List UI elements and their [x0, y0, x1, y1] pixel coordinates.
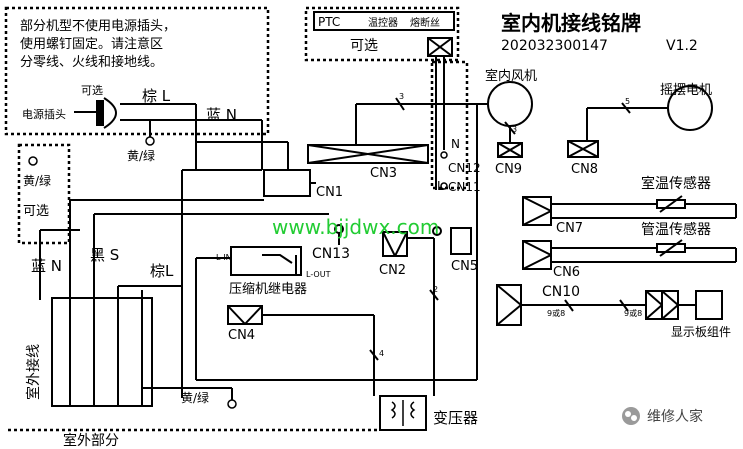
cn11-label: CN11 — [448, 180, 481, 194]
cn4-connector — [227, 305, 263, 325]
wire-count-9-8b: 9或8 — [624, 308, 642, 318]
brown-l-top-label: 棕 L — [142, 87, 171, 105]
cn8-label: CN8 — [571, 162, 598, 177]
cn1-label: CN1 — [316, 185, 343, 200]
wire-count-4: 4 — [379, 349, 384, 358]
display-connector-2 — [661, 290, 679, 320]
yellow-green-label-1: 黄/绿 — [127, 148, 155, 163]
yellow-green-label-2: 黄/绿 — [23, 173, 51, 188]
cn2-label: CN2 — [379, 263, 406, 278]
blue-n-left-label: 蓝 N — [31, 257, 62, 275]
cn12-dashed-box — [430, 60, 469, 190]
display-board-icon — [695, 290, 723, 320]
room-temp-sensor-label: 室温传感器 — [641, 175, 711, 192]
note-line-2: 使用螺钉固定。请注意区 — [20, 36, 163, 52]
optional-plug-label: 可选 — [81, 84, 103, 97]
display-connector-1 — [645, 290, 663, 320]
transformer-label: 变压器 — [433, 409, 478, 427]
ground-icon — [145, 136, 155, 146]
cn5-connector — [450, 227, 472, 255]
indoor-fan-icon — [487, 81, 533, 127]
note-dashed-box — [4, 6, 270, 136]
doc-version: V1.2 — [666, 38, 698, 54]
display-board-label: 显示板组件 — [671, 325, 731, 339]
note-line-1: 部分机型不使用电源插头， — [20, 18, 176, 34]
relay-lout-label: L-OUT — [306, 270, 331, 279]
cn6-connector — [522, 240, 552, 270]
indoor-fan-label: 室内风机 — [485, 68, 537, 84]
yellow-green-label-3: 黄/绿 — [181, 390, 209, 405]
cn7-label: CN7 — [556, 221, 583, 236]
wire-count-9-8a: 9或8 — [547, 308, 565, 318]
optional-ptc-label: 可选 — [350, 38, 378, 54]
cn2-connector — [382, 231, 408, 257]
brown-l-left-label: 棕L — [150, 262, 174, 280]
cn9-label: CN9 — [495, 162, 522, 177]
cn10-label: CN10 — [542, 284, 580, 300]
cn1-connector — [263, 169, 311, 197]
outdoor-part-label: 室外部分 — [63, 432, 119, 449]
brand-label: 维修人家 — [647, 408, 703, 425]
cn4-label: CN4 — [228, 328, 255, 343]
power-plug-icon — [96, 100, 104, 126]
optional-dashed-box — [17, 143, 71, 245]
plug-body — [103, 97, 117, 129]
pipe-temp-sensor-label: 管温传感器 — [641, 221, 711, 238]
black-s-label: 黑 S — [90, 246, 119, 264]
swing-motor-label: 摇摆电机 — [660, 83, 712, 98]
cn5-label: CN5 — [451, 259, 478, 274]
ground-icon — [227, 399, 237, 409]
watermark: www.bjjdwx.com — [272, 215, 439, 239]
compressor-relay-label: 压缩机继电器 — [229, 281, 307, 297]
optional-left-label: 可选 — [23, 204, 49, 219]
wire-count-3a: 3 — [399, 92, 404, 101]
cn13-label: CN13 — [312, 246, 350, 262]
ground-icon — [28, 156, 38, 166]
terminal-n-label: N — [451, 137, 460, 151]
outdoor-terminal-block — [51, 297, 153, 407]
doc-code: 202032300147 — [501, 38, 608, 54]
cn2-terminal — [432, 226, 442, 236]
wire-count-2: 2 — [433, 285, 438, 294]
cn10-connector — [496, 284, 522, 326]
outdoor-wiring-label: 室外接线 — [25, 344, 42, 400]
cn6-label: CN6 — [553, 265, 580, 280]
power-plug-label: 电源插头 — [22, 107, 66, 121]
cn12-label: CN12 — [448, 161, 481, 175]
wire-count-5: 5 — [625, 97, 630, 106]
wire-count-3b: 3 — [512, 125, 517, 134]
brand-logo-icon — [622, 407, 640, 425]
fuse-label: 熔断丝 — [410, 16, 440, 29]
page-title: 室内机接线铭牌 — [501, 11, 641, 35]
cn7-connector — [522, 196, 552, 226]
cn3-label: CN3 — [370, 166, 397, 181]
thermostat-label: 温控器 — [368, 16, 398, 29]
note-line-3: 分零线、火线和接地线。 — [20, 54, 163, 70]
blue-n-top-label: 蓝 N — [206, 106, 237, 124]
ptc-label: PTC — [318, 15, 340, 29]
